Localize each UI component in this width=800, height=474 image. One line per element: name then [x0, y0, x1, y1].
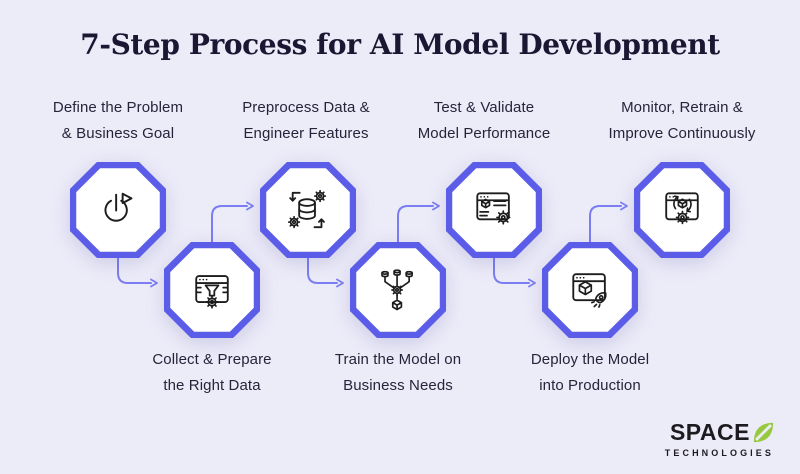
model-monitoring-icon [665, 192, 699, 225]
step-4-octagon [350, 242, 446, 338]
step-3-label-line-1: Preprocess Data & [242, 99, 370, 116]
step-6-label-line-2: into Production [539, 377, 641, 394]
step-3-label: Preprocess Data & Engineer Features [196, 95, 416, 147]
step-5-label-line-2: Model Performance [417, 125, 551, 142]
step-2-label-line-1: Collect & Prepare [152, 351, 272, 368]
data-collection-icon [195, 275, 229, 309]
spaceo-logo: SPACE TECHNOLOGIES [665, 419, 774, 458]
model-deployment-icon [572, 273, 607, 308]
connector-6-7 [589, 201, 628, 245]
step-5-octagon [446, 162, 542, 258]
logo-brand-text: SPACE [669, 419, 750, 445]
step-2-label-line-2: the Right Data [163, 377, 261, 394]
step-4-label: Train the Model on Business Needs [288, 347, 508, 399]
step-2-octagon [164, 242, 260, 338]
model-training-icon [381, 269, 413, 310]
data-preprocessing-icon [288, 190, 326, 229]
connector-5-6 [493, 255, 536, 288]
connector-1-2 [117, 255, 158, 288]
step-6-label: Deploy the Model into Production [480, 347, 700, 399]
logo-subtitle: TECHNOLOGIES [664, 448, 774, 458]
step-6-label-line-1: Deploy the Model [530, 351, 650, 368]
step-1-label: Define the Problem & Business Goal [8, 95, 228, 147]
connector-2-3 [211, 201, 254, 245]
step-4-label-line-1: Train the Model on [334, 351, 462, 368]
connector-3-4 [307, 255, 344, 288]
model-testing-icon [476, 192, 511, 225]
step-4-label-line-2: Business Needs [343, 377, 453, 394]
step-2-label: Collect & Prepare the Right Data [102, 347, 322, 399]
step-1-octagon [70, 162, 166, 258]
step-3-octagon [260, 162, 356, 258]
page-title: 7-Step Process for AI Model Development [80, 28, 720, 61]
step-5-label: Test & Validate Model Performance [374, 95, 594, 147]
step-7-octagon [634, 162, 730, 258]
step-7-label: Monitor, Retrain & Improve Continuously [572, 95, 792, 147]
step-7-label-line-2: Improve Continuously [608, 125, 756, 142]
step-5-label-line-1: Test & Validate [433, 99, 535, 116]
start-goal-icon [104, 192, 133, 222]
step-7-label-line-1: Monitor, Retrain & [621, 99, 743, 116]
step-3-label-line-2: Engineer Features [243, 125, 369, 142]
step-1-label-line-2: & Business Goal [61, 125, 175, 142]
connector-4-5 [397, 201, 440, 245]
step-6-octagon [542, 242, 638, 338]
step-1-label-line-1: Define the Problem [52, 99, 184, 116]
logo-o-slash-leaf-icon [753, 422, 774, 443]
